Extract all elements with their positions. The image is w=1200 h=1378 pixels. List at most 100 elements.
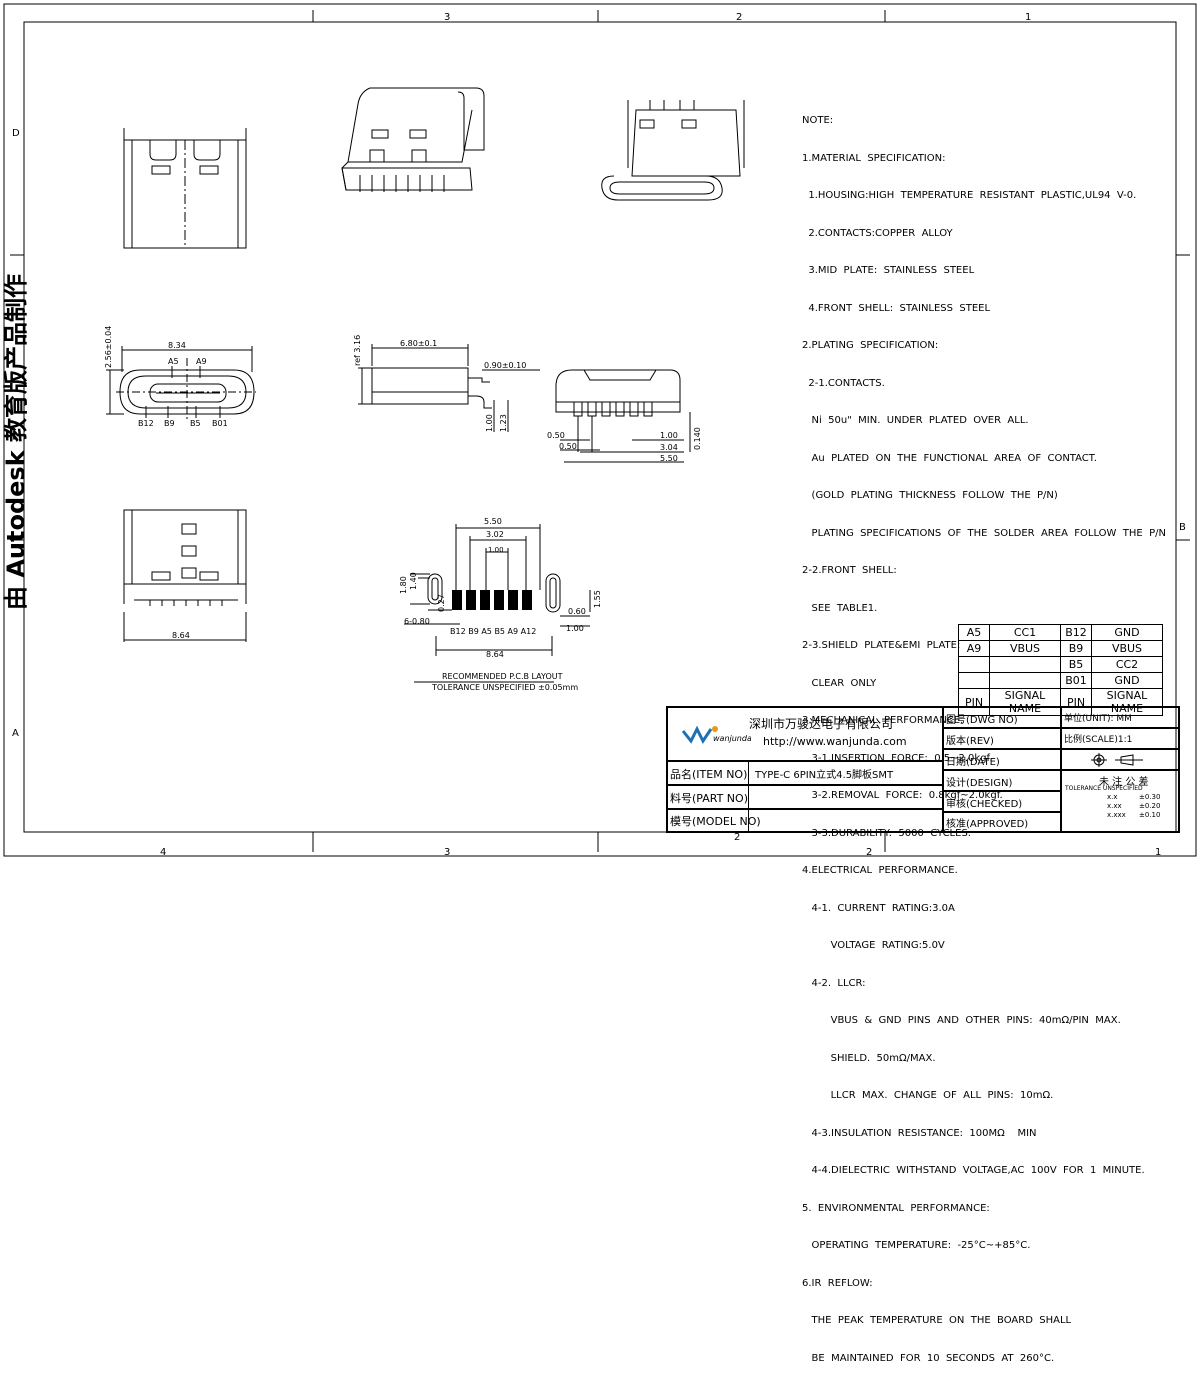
part-label-cell [667,785,749,809]
zone-left-D: D [12,128,20,139]
table-header-cell: PIN [1060,688,1092,716]
dim-rear-100: 1.00 [660,431,678,440]
part-label: 料号(PART NO) [670,792,748,805]
dim-pcb-100: 1.00 [488,546,504,554]
table-cell [989,656,1061,673]
tol-key: x.xx [1107,802,1122,810]
table-row: B01 GND [958,672,1163,689]
tol-value: ±0.20 [1139,802,1161,810]
dim-front-width: 8.34 [168,341,186,350]
zone-bottom-1: 1 [1155,847,1161,858]
note-line: SHIELD. 50mΩ/MAX. [802,1052,936,1064]
table-header-cell: SIGNAL NAME [989,688,1061,716]
approved-label: 核准(APPROVED) [946,819,1029,830]
item-label: 品名(ITEM NO) [670,768,748,781]
dim-pcb-302: 3.02 [486,530,504,539]
drawing-sheet: 3 2 1 4 3 2 2 1 D A B [3,3,1197,858]
pcb-tolerance: TOLERANCE UNSPECIFIED ±0.05mm [431,683,578,692]
design-label: 设计(DESIGN) [946,778,1013,789]
scale-cell [1061,728,1179,749]
table-cell: A9 [958,640,990,657]
zone-bottom-4: 4 [160,847,166,858]
dim-side-100: 1.00 [485,414,494,432]
dim-pcb-140: 1.40 [409,572,418,590]
pcb-title: RECOMMENDED P.C.B LAYOUT [442,672,563,681]
dwg-no-label: 图号(DWG NO) [946,715,1018,726]
note-line: 4-1. CURRENT RATING:3.0A [802,902,955,914]
label-pin-b12: B12 [138,419,154,428]
table-cell: CC1 [989,624,1061,641]
unit-label: 单位(UNIT): MM [1064,714,1132,724]
label-pin-b5: B5 [190,419,201,428]
note-line: 4-4.DIELECTRIC WITHSTAND VOLTAGE,AC 100V… [802,1165,1145,1176]
tolerance-sub: TOLERANCE UNSPECIFIED [1065,785,1143,792]
table-row: A5 CC1 B12 GND [958,624,1163,641]
label-pin-a9: A9 [196,357,207,366]
item-value: TYPE-C 6PIN立式4.5脚板SMT [755,770,894,781]
date-cell [943,749,1061,770]
outer-border [3,3,1197,857]
dim-pcb-027: 0.27 [437,594,446,612]
tolerance-title: 未 注 公 差 [1099,777,1149,788]
table-cell: B5 [1060,656,1092,673]
dim-pcb-864: 8.64 [486,650,504,659]
table-header-cell: PIN [958,688,990,716]
watermark: 由 Autodesk 教育版产品制作 [0,150,30,620]
model-label: 模号(MODEL NO) [670,815,761,828]
dim-front-height: 2.56±0.04 [104,326,113,368]
tol-key: x.xxx [1107,811,1126,819]
top-view [123,128,247,249]
note-line: 4.FRONT SHELL: STAINLESS STEEL [802,302,991,314]
table-cell: B01 [1060,672,1092,689]
note-line: 1.MATERIAL SPECIFICATION: [802,152,946,164]
projection-symbol-icon [1091,753,1143,767]
inner-border [23,21,1177,833]
rev-label: 版本(REV) [946,736,994,747]
note-line: 3.MID PLATE: STAINLESS STEEL [802,265,975,276]
company-url: http://www.wanjunda.com [763,735,907,748]
table-header-cell: SIGNAL NAME [1091,688,1163,716]
label-pin-a5: A5 [168,357,179,366]
item-label-cell [667,761,749,785]
approved-cell [943,812,1061,832]
label-pcb-pins: B12 B9 A5 B5 A9 A12 [450,627,536,636]
dim-side-tab: 0.90±0.10 [484,361,526,370]
dim-side-length: 6.80±0.1 [400,339,437,348]
date-label: 日期(DATE) [946,757,1000,768]
table-cell: VBUS [989,640,1061,657]
dim-rear-304: 3.04 [660,443,678,452]
rev-cell [943,728,1061,749]
table-cell [989,672,1061,689]
table-cell: B12 [1060,624,1092,641]
isometric-rear-view [601,100,745,201]
note-line: 3-1.INSERTION FORCE: 0.5~2.0kgf. [802,752,993,764]
note-line: 4-2. LLCR: [802,977,866,989]
note-line: VOLTAGE RATING:5.0V [802,940,945,951]
dim-pcb-550: 5.50 [484,517,502,526]
note-line: OPERATING TEMPERATURE: -25°C~+85°C. [802,1240,1031,1251]
dwg-no-cell [943,707,1061,728]
table-cell: VBUS [1091,640,1163,657]
pcb-layout [404,524,591,683]
table-cell: GND [1091,672,1163,689]
isometric-front-view [341,87,485,192]
zone-bottom-2a: 2 [734,832,740,843]
company-logo: wanjunda [681,725,751,744]
unit-cell [1061,707,1179,728]
side-view [358,344,540,432]
scale-label: 比例(SCALE)1:1 [1064,735,1133,745]
dim-rear-050b: 0.50 [559,442,577,451]
table-row: PIN SIGNAL NAME PIN SIGNAL NAME [958,688,1163,716]
dim-side-height: ref 3.16 [353,335,362,366]
title-block: wanjunda 深圳市万骏达电子有限公司 http://www.wanjund… [666,706,1180,833]
tol-key: x.x [1107,793,1118,801]
note-line: VBUS & GND PINS AND OTHER PINS: 40mΩ/PIN… [802,1015,1121,1026]
logo-text: wanjunda [713,734,751,743]
dim-pcb-100b: 1.00 [566,624,584,633]
table-cell: B9 [1060,640,1092,657]
dim-pcb-060: 0.60 [568,607,586,616]
note-line: 3.MECHANICAL PERFORMANCE. [802,715,964,726]
table-cell: A5 [958,624,990,641]
table-cell: CC2 [1091,656,1163,673]
note-line: LLCR MAX. CHANGE OF ALL PINS: 10mΩ. [802,1090,1054,1101]
